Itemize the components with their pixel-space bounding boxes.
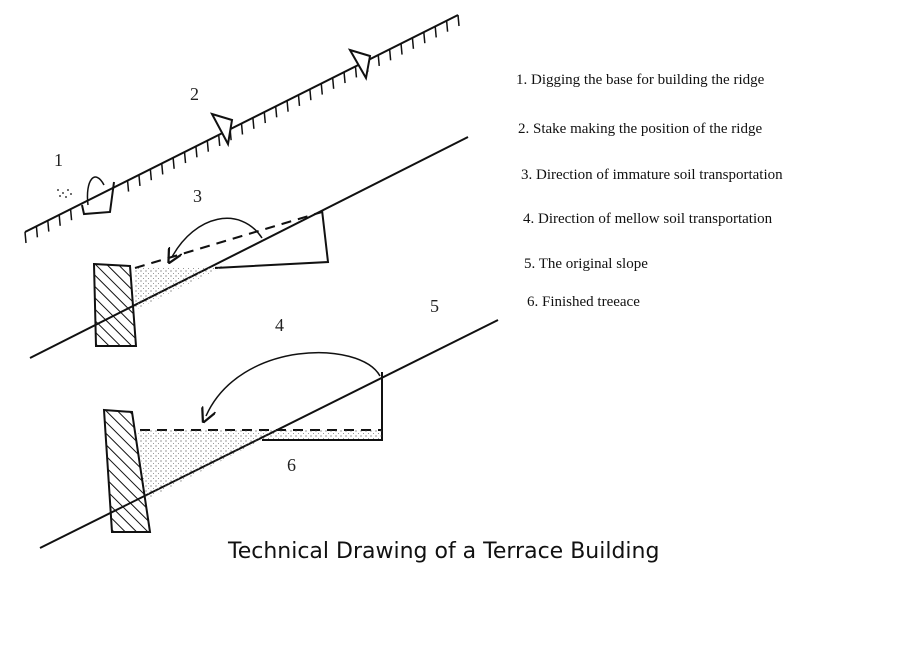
grass-tick xyxy=(47,220,50,232)
diagram-title: Technical Drawing of a Terrace Building xyxy=(228,539,660,564)
grass-tick xyxy=(400,43,403,55)
marker-6: 6 xyxy=(287,455,296,475)
grass-tick xyxy=(331,77,335,89)
grass-tick xyxy=(445,20,449,32)
grass-tick xyxy=(457,14,460,27)
fill-soil xyxy=(135,266,225,310)
marker-5: 5 xyxy=(430,296,439,316)
marker-1: 1 xyxy=(54,150,63,170)
grass-tick xyxy=(309,89,312,101)
mellow-soil-arrow xyxy=(206,352,381,416)
grass-tick xyxy=(172,157,175,169)
grass-tick xyxy=(69,209,73,221)
marker-2: 2 xyxy=(190,84,199,104)
grass-tick xyxy=(354,66,358,78)
grass-tick xyxy=(58,214,61,226)
grass-tick xyxy=(411,37,415,49)
stage-2-terrace xyxy=(29,136,469,359)
retaining-wall xyxy=(92,262,138,347)
grass-tick xyxy=(240,123,244,135)
immature-soil-arrow xyxy=(172,217,263,257)
grass-tick xyxy=(252,117,255,129)
grass-tick xyxy=(297,94,301,107)
grass-tick xyxy=(206,140,210,152)
grass-tick xyxy=(423,32,426,44)
grass-tick xyxy=(138,174,141,186)
trench xyxy=(81,181,115,216)
stage-1-slope xyxy=(24,14,460,244)
grass-tick xyxy=(377,54,380,67)
stake-left xyxy=(209,112,234,148)
grass-tick xyxy=(263,112,267,124)
cut-face xyxy=(214,209,330,269)
grass-tick xyxy=(183,151,187,164)
fill-soil xyxy=(138,430,382,500)
retaining-wall xyxy=(102,408,152,533)
grass-tick xyxy=(286,100,289,112)
grass-tick xyxy=(217,134,221,146)
grass-tick xyxy=(149,169,153,181)
grass-tick xyxy=(274,106,278,118)
grass-tick xyxy=(35,226,39,238)
stage-3-terrace xyxy=(39,319,499,549)
grass-ticks xyxy=(24,14,460,244)
marker-3: 3 xyxy=(193,186,202,206)
grass-tick xyxy=(388,49,392,61)
grass-tick xyxy=(24,231,27,244)
grass-tick xyxy=(343,72,346,84)
loose-soil xyxy=(57,189,72,198)
dig-arrow xyxy=(86,176,105,206)
stake-right xyxy=(347,48,372,81)
grass-tick xyxy=(434,26,437,38)
grass-tick xyxy=(320,83,324,95)
grass-tick xyxy=(195,146,198,158)
grass-tick xyxy=(160,163,164,175)
marker-4: 4 xyxy=(275,315,284,335)
grass-tick xyxy=(126,180,130,192)
